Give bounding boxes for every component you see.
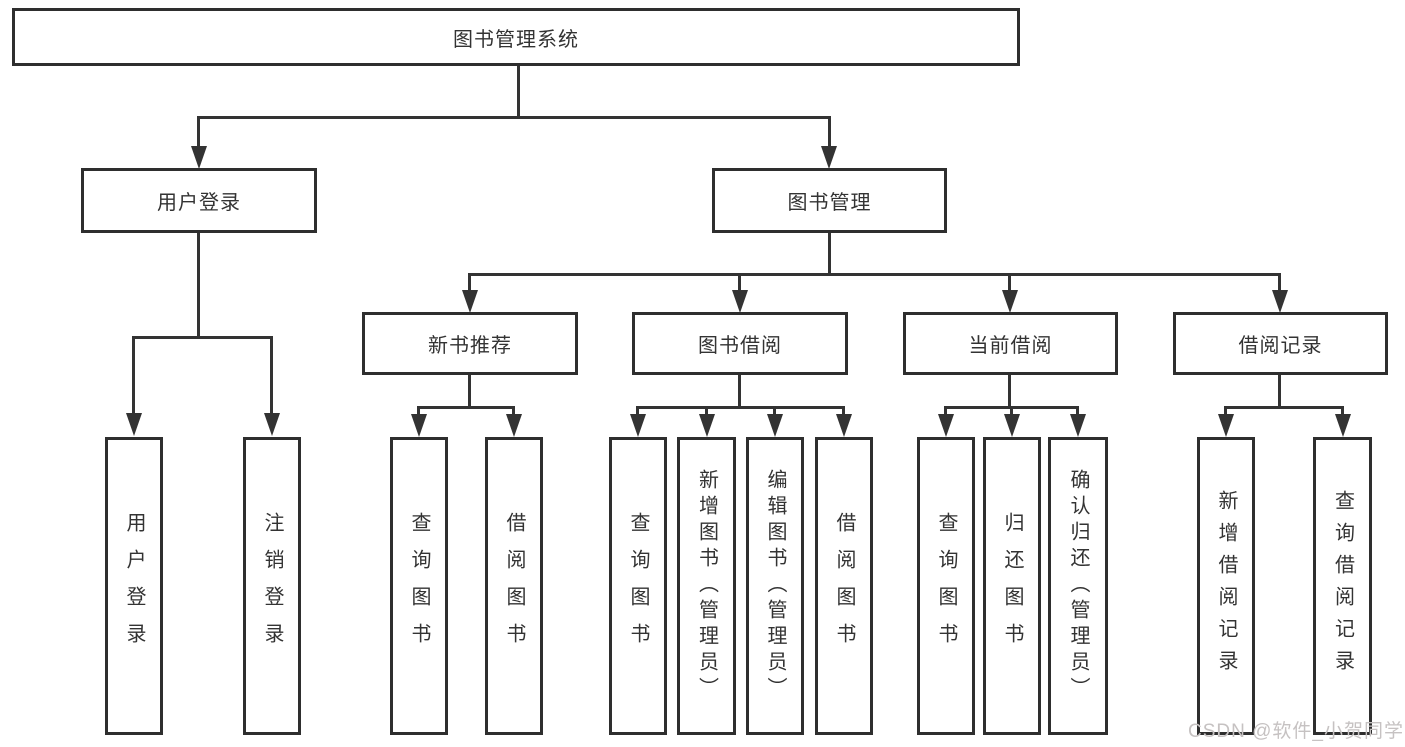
leaf-confirm-return-admin: 确认归还（管理员） (1048, 437, 1108, 735)
connector-line (468, 375, 471, 406)
connector-line (773, 406, 776, 415)
module-borrow-records: 借阅记录 (1173, 312, 1388, 375)
connector-line (738, 273, 741, 291)
arrow-down-icon (732, 290, 748, 313)
branch-user-login: 用户登录 (81, 168, 317, 233)
arrow-down-icon (462, 290, 478, 313)
arrow-down-icon (126, 413, 142, 436)
arrow-down-icon (836, 414, 852, 437)
connector-line (1224, 406, 1343, 409)
connector-line (1278, 375, 1281, 406)
leaf-return-book: 归还图书 (983, 437, 1041, 735)
connector-line (132, 336, 135, 413)
connector-line (1224, 406, 1227, 415)
connector-line (1008, 375, 1011, 406)
leaf-current-query-books: 查询图书 (917, 437, 975, 735)
module-current-borrow: 当前借阅 (903, 312, 1118, 375)
leaf-query-borrow-record: 查询借阅记录 (1313, 437, 1372, 735)
arrow-down-icon (191, 146, 207, 169)
module-new-book-recommend: 新书推荐 (362, 312, 578, 375)
arrow-down-icon (938, 414, 954, 437)
connector-line (1278, 273, 1281, 291)
arrow-down-icon (411, 414, 427, 437)
module-book-borrow: 图书借阅 (632, 312, 848, 375)
connector-line (705, 406, 708, 415)
connector-line (512, 406, 515, 415)
connector-line (468, 273, 471, 291)
connector-line (1076, 406, 1079, 415)
arrow-down-icon (767, 414, 783, 437)
connector-line (132, 336, 273, 339)
connector-line (738, 375, 741, 406)
leaf-recommend-borrow-books: 借阅图书 (485, 437, 543, 735)
leaf-add-book-admin: 新增图书（管理员） (677, 437, 736, 735)
connector-line (636, 406, 845, 409)
arrow-down-icon (630, 414, 646, 437)
connector-line (417, 406, 515, 409)
connector-line (636, 406, 639, 415)
arrow-down-icon (699, 414, 715, 437)
connector-line (842, 406, 845, 415)
connector-line (468, 273, 1281, 276)
arrow-down-icon (1218, 414, 1234, 437)
leaf-user-login: 用户登录 (105, 437, 163, 735)
connector-line (417, 406, 420, 415)
connector-line (197, 233, 200, 336)
connector-line (517, 66, 520, 116)
leaf-add-borrow-record: 新增借阅记录 (1197, 437, 1255, 735)
leaf-borrow-books: 借阅图书 (815, 437, 873, 735)
leaf-borrow-query-books: 查询图书 (609, 437, 667, 735)
connector-line (270, 336, 273, 413)
connector-line (198, 116, 831, 119)
watermark: CSDN @软件_小贺同学 (1188, 721, 1404, 742)
connector-line (1008, 273, 1011, 291)
leaf-recommend-query-books: 查询图书 (390, 437, 448, 735)
leaf-edit-book-admin: 编辑图书（管理员） (746, 437, 804, 735)
arrow-down-icon (1272, 290, 1288, 313)
arrow-down-icon (506, 414, 522, 437)
root-node-library-system: 图书管理系统 (12, 8, 1020, 66)
arrow-down-icon (1004, 414, 1020, 437)
connector-line (1341, 406, 1344, 415)
connector-line (828, 116, 831, 146)
connector-line (197, 116, 200, 146)
arrow-down-icon (1002, 290, 1018, 313)
connector-line (944, 406, 947, 415)
leaf-logout: 注销登录 (243, 437, 301, 735)
branch-book-management: 图书管理 (712, 168, 947, 233)
connector-line (1010, 406, 1013, 415)
arrow-down-icon (1335, 414, 1351, 437)
arrow-down-icon (821, 146, 837, 169)
connector-line (828, 233, 831, 273)
arrow-down-icon (1070, 414, 1086, 437)
arrow-down-icon (264, 413, 280, 436)
